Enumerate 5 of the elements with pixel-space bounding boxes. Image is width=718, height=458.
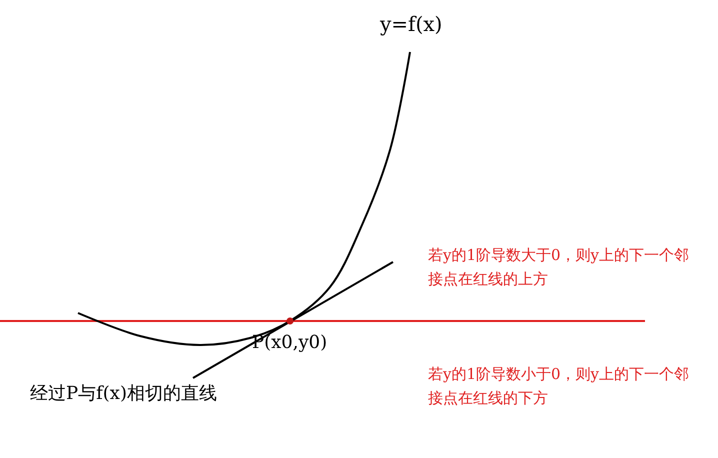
note-text: 若y的1阶导数小于0，则y上的下一个邻接点在红线的下方 — [428, 364, 690, 409]
curve-label: y=f(x) — [380, 12, 442, 37]
note-text: 若y的1阶导数大于0，则y上的下一个邻接点在红线的上方 — [428, 245, 690, 290]
tangent-label: 经过P与f(x)相切的直线 — [30, 383, 217, 406]
point-label: P(x0,y0) — [252, 332, 328, 354]
